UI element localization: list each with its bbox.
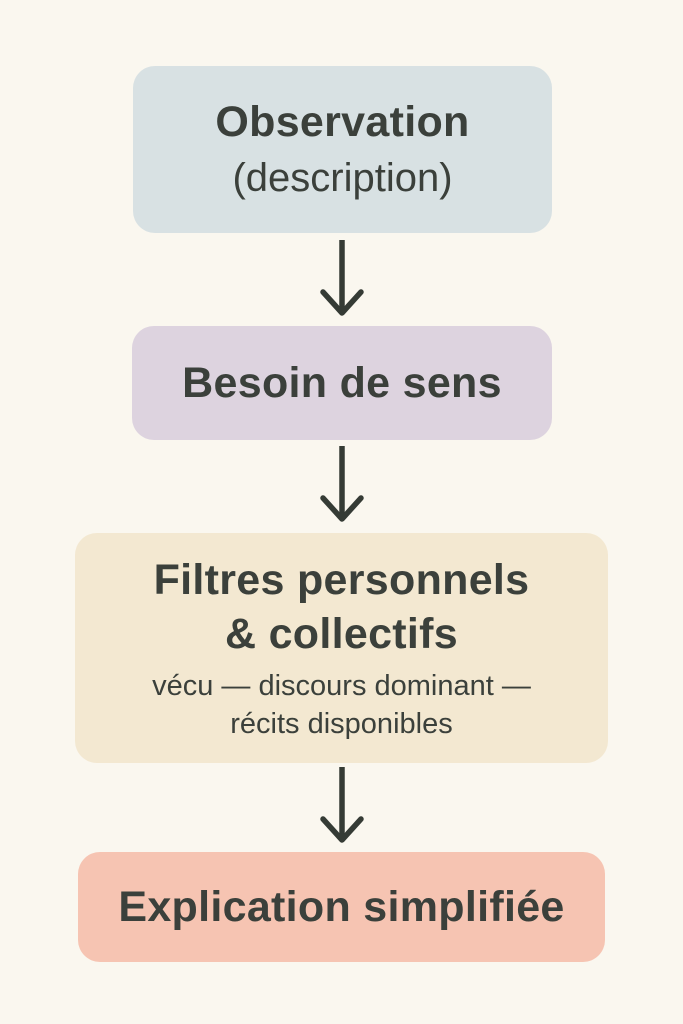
arrow-down-icon [320, 240, 364, 316]
node-filtres-title-line2: & collectifs [224, 610, 458, 658]
node-besoin-title: Besoin de sens [182, 359, 502, 407]
node-filtres-subtitle: vécu — discours dominant — récits dispon… [152, 667, 531, 743]
node-besoin-de-sens: Besoin de sens [132, 326, 552, 440]
node-filtres-subtitle-line1: vécu — discours dominant — [152, 670, 531, 702]
node-filtres-title: Filtres personnels & collectifs [154, 553, 530, 661]
arrow-down-1 [318, 238, 366, 320]
arrow-down-3 [318, 765, 366, 847]
node-filtres-title-line1: Filtres personnels [153, 556, 530, 604]
node-explication-title: Explication simplifiée [118, 883, 565, 931]
node-observation: Observation (description) [133, 66, 552, 233]
node-observation-subtitle: (description) [232, 155, 453, 200]
node-filtres: Filtres personnels & collectifs vécu — d… [75, 533, 608, 763]
node-observation-title: Observation [215, 97, 470, 146]
arrow-down-icon [320, 767, 364, 843]
node-explication: Explication simplifiée [78, 852, 605, 962]
arrow-down-icon [320, 446, 364, 522]
node-filtres-subtitle-line2: récits disponibles [230, 708, 453, 740]
arrow-down-2 [318, 444, 366, 526]
